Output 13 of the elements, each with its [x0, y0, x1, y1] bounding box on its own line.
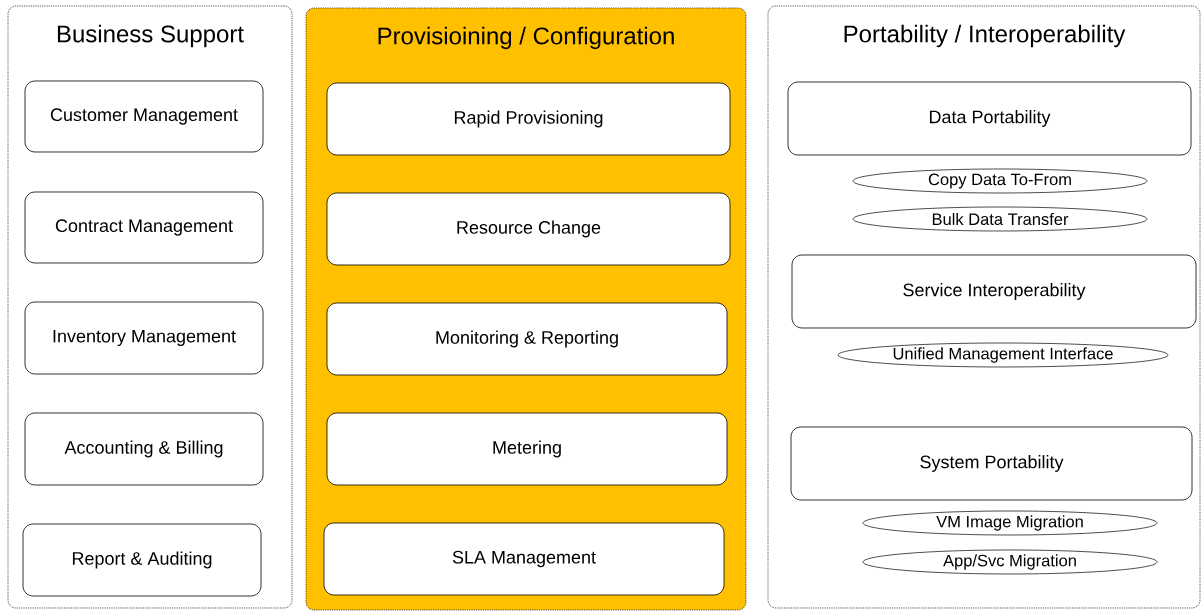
rounded-box: Resource Change	[326, 192, 731, 266]
rounded-box: Data Portability	[787, 81, 1192, 156]
rounded-box: Inventory Management	[24, 301, 264, 375]
rounded-box: Customer Management	[24, 80, 264, 153]
rounded-box: Metering	[326, 412, 728, 486]
rounded-box: Rapid Provisioning	[326, 82, 731, 156]
rounded-box: Service Interoperability	[791, 254, 1197, 329]
rounded-box: SLA Management	[323, 522, 725, 596]
rounded-box: Contract Management	[24, 191, 264, 264]
rounded-box: Monitoring & Reporting	[326, 302, 728, 376]
rounded-box: System Portability	[790, 426, 1193, 501]
rounded-box: Report & Auditing	[22, 523, 262, 597]
rounded-box: Accounting & Billing	[24, 412, 264, 486]
